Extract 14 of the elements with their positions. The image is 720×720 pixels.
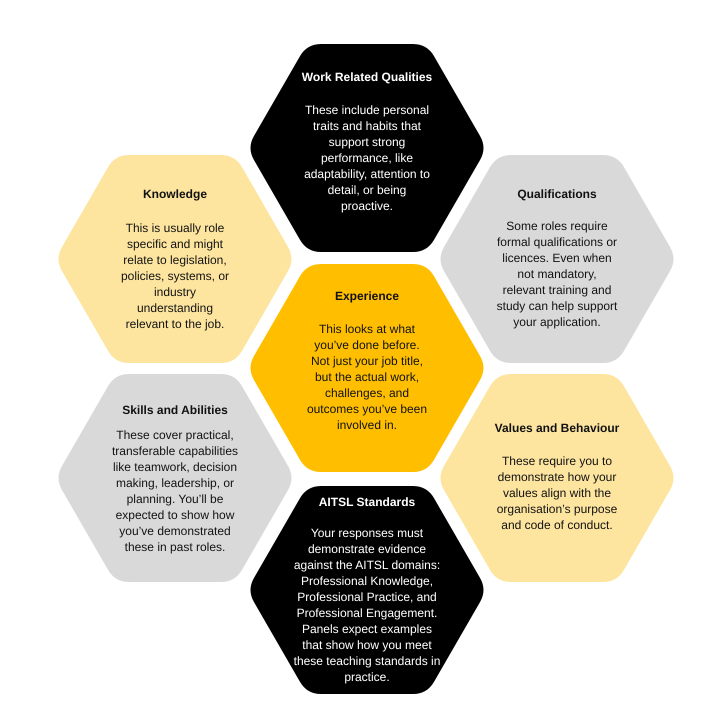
description: These require you to demonstrate how your values align with the organisation’s purpose and code of conduct. <box>496 453 618 533</box>
description: This is usually role specific and might relate to legislation, policies, systems, or industry understanding relevant to the job. <box>120 220 230 332</box>
description: These cover practical, transferable capabilities like teamwork, decision making, leadership, or planning. You’ll be expected to show how you’ve demonstrated these in past roles. <box>111 427 239 555</box>
heading: Qualifications <box>517 186 597 202</box>
heading: Knowledge <box>142 186 207 202</box>
description: This looks at what you’ve done before. Not just your job title, but the actual work, challenges, and outcomes you’ve been involved in. <box>306 321 428 433</box>
heading: Experience <box>334 288 400 304</box>
heading: AITSL Standards <box>318 494 416 510</box>
heading: Skills and Abilities <box>122 402 228 418</box>
heading: Values and Behaviour <box>494 420 620 436</box>
heading: Work Related Qualities <box>302 69 432 85</box>
description: Your responses must demonstrate evidence against the AITSL domains: Professional Knowledge, Professional Practice, and Professional Engagement. Panels expect examples that show how you meet these teaching standards in practice. <box>293 525 441 685</box>
description: These include personal traits and habits that support strong performance, like adaptability, attention to detail, or being proactive. <box>304 102 430 214</box>
description: Some roles require formal qualifications or licences. Even when not mandatory, relevant training and study can help support your application. <box>496 218 618 330</box>
